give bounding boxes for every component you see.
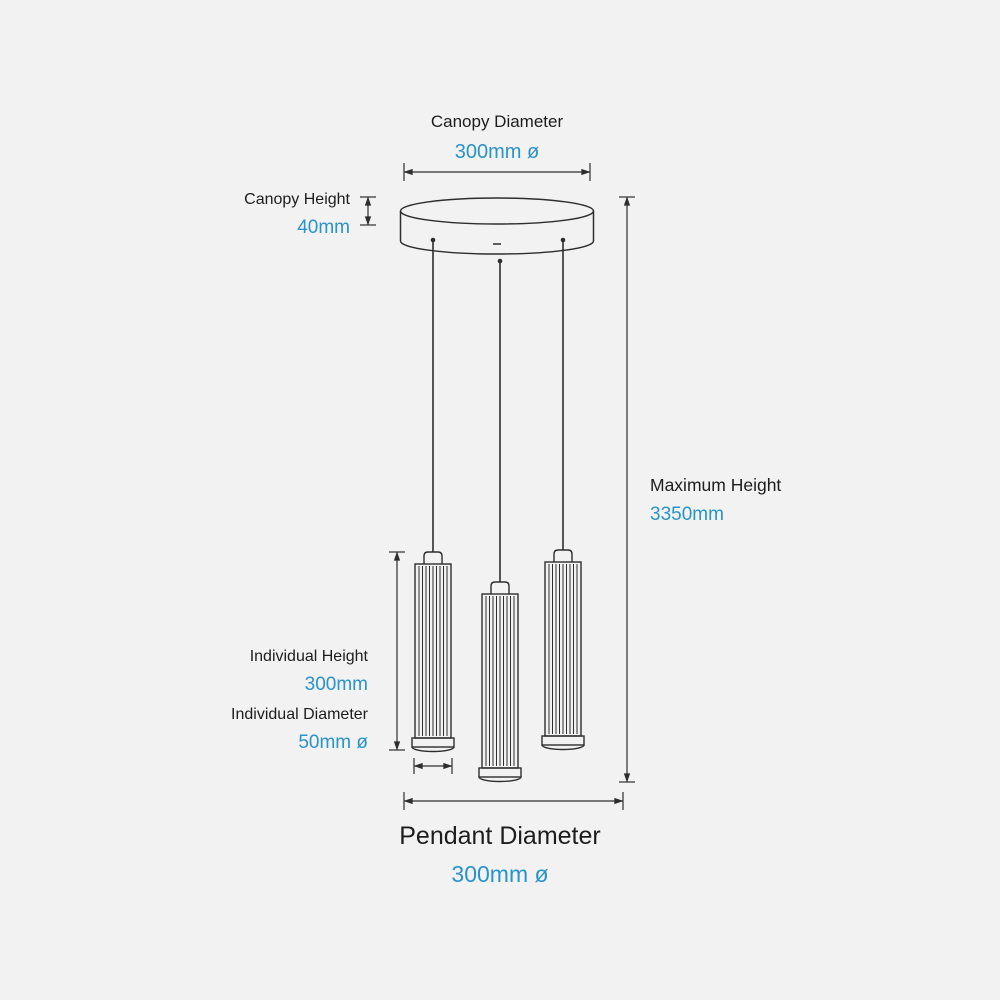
canopy-height-annotation: Canopy Height 40mm xyxy=(150,191,350,239)
individual-diameter-value: 50mm ø xyxy=(298,732,368,754)
maximum-height-label: Maximum Height xyxy=(650,475,782,495)
pendant-diameter-label: Pendant Diameter xyxy=(399,822,601,850)
canopy-diameter-value: 300mm ø xyxy=(454,140,540,163)
pendant-diameter-dimension xyxy=(403,792,624,810)
maximum-height-annotation: Maximum Height 3350mm xyxy=(650,475,890,526)
canopy-diameter-label: Canopy Diameter xyxy=(430,112,564,131)
pendant-center xyxy=(478,581,522,783)
individual-diameter-dimension xyxy=(413,758,453,774)
individual-height-annotation: Individual Height 300mm xyxy=(148,648,368,696)
canopy-height-value: 40mm xyxy=(297,217,350,239)
canopy xyxy=(399,197,595,255)
canopy-diameter-dimension xyxy=(403,163,591,181)
canopy-height-label: Canopy Height xyxy=(244,191,350,208)
maximum-height-dimension xyxy=(619,196,635,783)
suspension-cords xyxy=(430,237,566,582)
individual-height-value: 300mm xyxy=(304,674,368,696)
pendant-right xyxy=(541,549,585,751)
individual-diameter-label: Individual Diameter xyxy=(231,706,368,723)
pendant-left xyxy=(411,551,455,753)
individual-diameter-annotation: Individual Diameter 50mm ø xyxy=(128,706,368,754)
canopy-diameter-annotation: Canopy Diameter 300mm ø xyxy=(347,112,647,164)
individual-height-label: Individual Height xyxy=(249,648,368,665)
canopy-height-dimension xyxy=(360,196,376,226)
pendant-diameter-value: 300mm ø xyxy=(451,860,549,887)
pendant-diameter-annotation: Pendant Diameter 300mm ø xyxy=(300,822,700,887)
individual-height-dimension xyxy=(389,551,405,751)
maximum-height-value: 3350mm xyxy=(650,504,724,526)
dimension-lines xyxy=(360,163,635,810)
